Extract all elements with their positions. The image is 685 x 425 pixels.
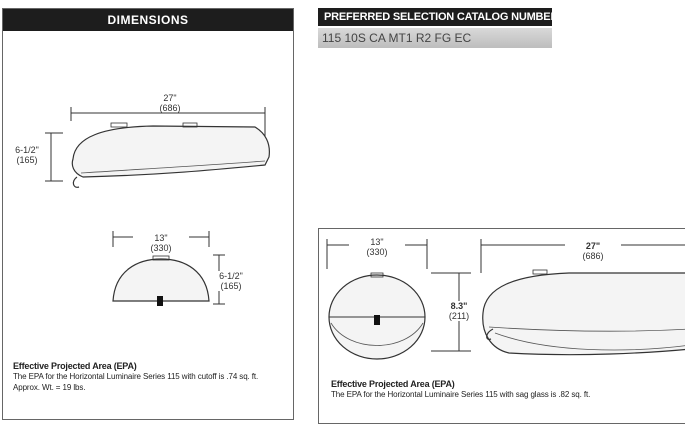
catalog-number: 115 10S CA MT1 R2 FG EC xyxy=(318,28,552,48)
dimensions-epa-text: The EPA for the Horizontal Luminaire Ser… xyxy=(13,372,259,381)
side-width-mm: (686) xyxy=(159,103,181,113)
dimensions-epa-title: Effective Projected Area (EPA) xyxy=(13,361,137,371)
front-height-mm: (165) xyxy=(220,281,242,291)
front-width-mm: (330) xyxy=(150,243,172,253)
catalog-header: PREFERRED SELECTION CATALOG NUMBERS xyxy=(318,8,566,26)
side-width-label: 27" (686) xyxy=(135,93,205,113)
sag-epa-title: Effective Projected Area (EPA) xyxy=(331,379,455,389)
sag-side-width-label: 27" (686) xyxy=(565,241,621,261)
side-height-mm: (165) xyxy=(16,155,38,165)
sag-side-width-mm: (686) xyxy=(582,251,604,261)
dimensions-epa-block: Effective Projected Area (EPA) The EPA f… xyxy=(13,361,293,393)
side-width-inches: 27" xyxy=(163,93,177,103)
sag-epa-block: Effective Projected Area (EPA) The EPA f… xyxy=(331,379,681,400)
front-width-label: 13" (330) xyxy=(133,233,189,253)
sag-front-width-label: 13" (330) xyxy=(349,237,405,257)
dimensions-weight-text: Approx. Wt. = 19 lbs. xyxy=(13,383,86,392)
sag-height-mm: (211) xyxy=(448,311,470,321)
front-height-label: 6-1/2" (165) xyxy=(211,271,251,291)
sag-height-label: 8.3" (211) xyxy=(441,301,477,321)
sag-front-width-inches: 13" xyxy=(370,237,384,247)
dimensions-header: DIMENSIONS xyxy=(3,9,293,31)
sag-side-width-inches: 27" xyxy=(585,241,601,251)
side-height-inches: 6-1/2" xyxy=(15,145,39,155)
front-width-inches: 13" xyxy=(154,233,168,243)
dimensions-panel: DIMENSIONS 27" (686) 6-1/2" (165) xyxy=(2,8,294,420)
sag-glass-drawing xyxy=(326,239,685,360)
sag-front-width-mm: (330) xyxy=(366,247,388,257)
front-height-inches: 6-1/2" xyxy=(219,271,243,281)
sag-epa-text: The EPA for the Horizontal Luminaire Ser… xyxy=(331,390,591,399)
side-view-drawing xyxy=(45,107,270,306)
side-height-label: 6-1/2" (165) xyxy=(7,145,47,165)
sag-height-inches: 8.3" xyxy=(450,301,468,311)
sag-glass-panel: 13" (330) 8.3" (211) 27" (686) Effective… xyxy=(318,228,685,424)
